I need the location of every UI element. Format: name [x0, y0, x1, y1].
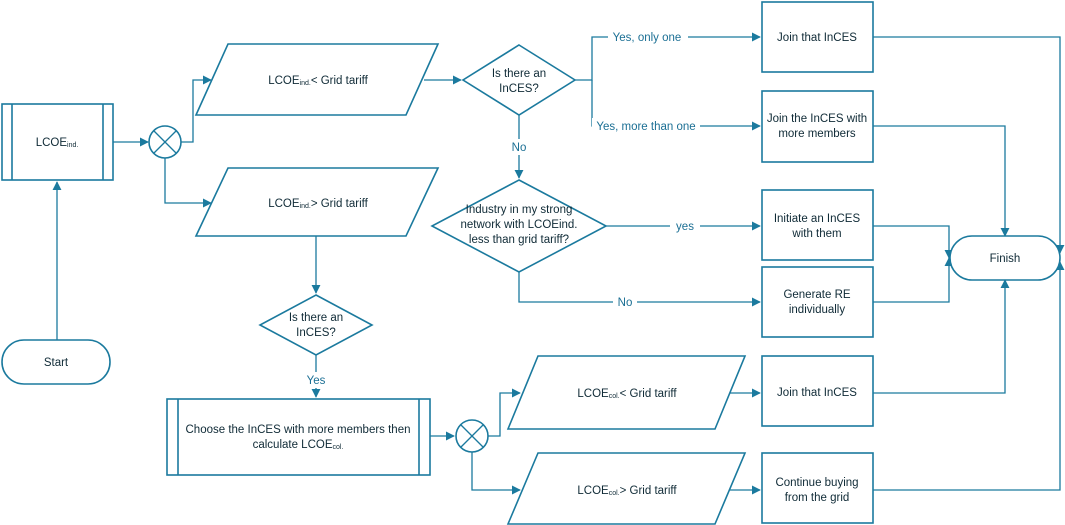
edge-label-yes-bottom: Yes: [307, 375, 326, 387]
svg-text:InCES?: InCES?: [296, 327, 336, 339]
svg-text:LCOEind.: LCOEind.: [36, 137, 79, 149]
svg-text:Is there an: Is there an: [289, 312, 343, 324]
edge-merge2-to-colgt: [471, 452, 521, 495]
svg-text:Choose the InCES with more mem: Choose the InCES with more members then: [186, 424, 411, 436]
svg-text:Join that InCES: Join that InCES: [777, 387, 857, 399]
decision-industry-network: Industry in my strong network with LCOEi…: [430, 179, 608, 273]
node-choose-incs: Choose the InCES with more members then …: [166, 398, 431, 476]
svg-text:less than grid tariff?: less than grid tariff?: [469, 234, 569, 246]
edge-label-yes-only-one: Yes, only one: [613, 32, 682, 44]
svg-text:calculate LCOEcol.: calculate LCOEcol.: [253, 439, 344, 451]
svg-text:Join the InCES with: Join the InCES with: [767, 113, 867, 125]
svg-text:LCOEcol.> Grid tariff: LCOEcol.> Grid tariff: [577, 485, 677, 497]
node-lcoe-col-gt-grid: LCOEcol.> Grid tariff: [506, 452, 747, 525]
merge-circle-bottom: [455, 419, 489, 453]
svg-text:Generate RE: Generate RE: [783, 289, 850, 301]
node-generate-re: Generate RE individually: [761, 266, 874, 338]
node-continue-buying: Continue buying from the grid: [761, 452, 874, 524]
node-start: Start: [1, 339, 111, 385]
svg-text:Join that InCES: Join that InCES: [777, 32, 857, 44]
merge-circle-top: [148, 125, 182, 159]
node-initiate-incs: Initiate an InCES with them: [761, 189, 874, 261]
edge-label-yes-more-than-one: Yes, more than one: [596, 121, 695, 133]
svg-text:with them: with them: [791, 228, 841, 240]
svg-text:LCOEind.< Grid tariff: LCOEind.< Grid tariff: [268, 75, 368, 87]
decision-is-there-incs-top: Is there an InCES?: [461, 44, 577, 116]
edge-label-no-industry: No: [618, 297, 633, 309]
node-join-incs-top: Join that InCES: [761, 1, 874, 73]
svg-text:Finish: Finish: [990, 253, 1021, 265]
node-lcoe-col-lt-grid: LCOEcol.< Grid tariff: [506, 355, 747, 430]
svg-text:from the grid: from the grid: [785, 492, 850, 504]
edges: [52, 32, 1065, 495]
edge-initiate-to-finish: [873, 225, 954, 259]
svg-text:Initiate an InCES: Initiate an InCES: [774, 213, 861, 225]
edge-merge2-to-collt: [488, 388, 521, 437]
edge-joinbottom-to-finish: [873, 279, 1010, 394]
node-join-incs-bottom: Join that InCES: [761, 355, 874, 427]
svg-text:Continue buying: Continue buying: [775, 477, 858, 489]
edge-merge-to-lt: [181, 75, 212, 143]
svg-text:Start: Start: [44, 357, 69, 369]
edge-labels: Yes, only one Yes, more than one No yes …: [301, 28, 700, 388]
svg-text:more members: more members: [778, 128, 856, 140]
svg-text:individually: individually: [789, 304, 846, 316]
svg-text:Is there an: Is there an: [492, 68, 546, 80]
edge-q2-no: [518, 272, 761, 307]
node-lcoe-lt-grid: LCOEind.< Grid tariff: [194, 43, 440, 116]
edge-label-yes-industry: yes: [676, 221, 694, 233]
svg-text:InCES?: InCES?: [499, 83, 539, 95]
edge-continue-to-finish: [873, 261, 1065, 491]
edge-joinmore-to-finish: [873, 125, 1010, 237]
edge-label-no-top: No: [512, 142, 527, 154]
svg-text:network with LCOEind.: network with LCOEind.: [461, 219, 578, 231]
node-lcoe-gt-grid: LCOEind.> Grid tariff: [194, 167, 440, 237]
edge-jointop-to-finish: [873, 36, 1065, 254]
decision-is-there-incs-bottom: Is there an InCES?: [258, 294, 374, 356]
svg-text:Industry in my strong: Industry in my strong: [466, 204, 573, 216]
edge-generate-to-finish: [873, 257, 954, 303]
svg-text:LCOEcol.< Grid tariff: LCOEcol.< Grid tariff: [577, 388, 677, 400]
node-finish: Finish: [949, 235, 1061, 281]
edge-merge-to-gt: [164, 158, 212, 208]
svg-text:LCOEind.> Grid tariff: LCOEind.> Grid tariff: [268, 198, 368, 210]
node-join-more-members: Join the InCES with more members: [761, 90, 874, 163]
node-lcoe-ind: LCOEind.: [1, 103, 114, 181]
